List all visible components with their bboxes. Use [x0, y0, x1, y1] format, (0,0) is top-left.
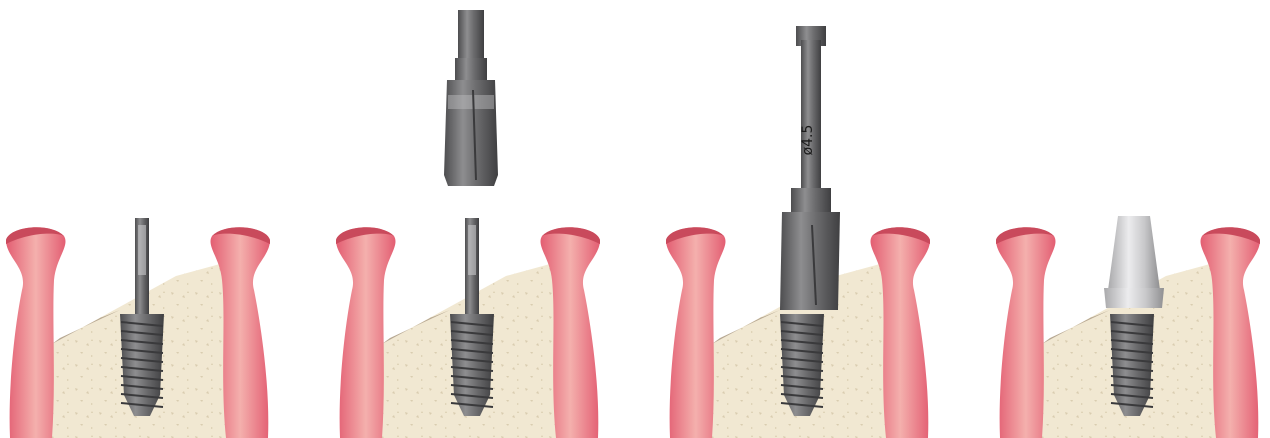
driver-tool: [444, 10, 498, 186]
panel-2: [336, 218, 600, 438]
drill-tool: ø4.5: [780, 26, 840, 310]
abutment: [1104, 216, 1164, 308]
drill-diameter-label: ø4.5: [800, 125, 816, 156]
panel-1: [6, 218, 270, 438]
